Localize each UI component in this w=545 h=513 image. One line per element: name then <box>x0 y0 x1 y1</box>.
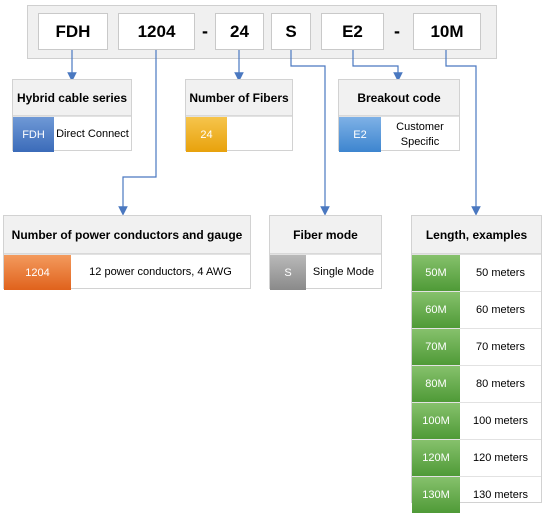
series-code: FDH <box>13 117 54 152</box>
mode-code: S <box>270 255 306 290</box>
connector-power <box>118 50 157 216</box>
list-item: 120M 120 meters <box>412 439 541 476</box>
part-separator: - <box>202 21 208 41</box>
list-item: 70M 70 meters <box>412 328 541 365</box>
power-description: 12 power conductors, 4 AWG <box>89 266 232 279</box>
part-segment-series: FDH <box>38 13 108 50</box>
list-item: 50M 50 meters <box>412 254 541 291</box>
fibers-description <box>227 117 292 152</box>
part-segment-length: 10M <box>413 13 481 50</box>
list-item: 80M 80 meters <box>412 365 541 402</box>
part-segment-breakout: E2 <box>321 13 384 50</box>
power-legend-box: Number of power conductors and gauge 120… <box>3 215 251 290</box>
mode-description: Single Mode <box>312 266 375 279</box>
length-code: 70M <box>412 329 460 365</box>
connector-length <box>445 50 481 216</box>
connector-mode <box>290 50 330 216</box>
length-description: 80 meters <box>476 377 525 390</box>
breakout-legend-title: Breakout code <box>339 80 459 116</box>
length-code: 120M <box>412 440 460 476</box>
mode-legend-box: Fiber mode S Single Mode <box>269 215 382 290</box>
length-code: 80M <box>412 366 460 402</box>
breakout-code: E2 <box>339 117 381 152</box>
power-legend-title: Number of power conductors and gauge <box>4 216 250 254</box>
length-description: 100 meters <box>472 414 529 427</box>
breakout-legend-box: Breakout code E2 Customer Specific <box>338 79 460 152</box>
length-code: 50M <box>412 255 460 291</box>
list-item: 130M 130 meters <box>412 476 541 513</box>
mode-legend-title: Fiber mode <box>270 216 381 254</box>
length-description: 50 meters <box>476 266 525 279</box>
connector-breakout <box>352 50 403 82</box>
length-legend-box: Length, examples 50M 50 meters 60M 60 me… <box>411 215 542 513</box>
length-code: 130M <box>412 477 460 513</box>
length-description: 130 meters <box>472 488 529 501</box>
length-description: 70 meters <box>476 340 525 353</box>
length-code: 100M <box>412 403 460 439</box>
part-segment-mode: S <box>271 13 311 50</box>
series-legend-title: Hybrid cable series <box>13 80 131 116</box>
length-code: 60M <box>412 292 460 328</box>
fibers-code: 24 <box>186 117 227 152</box>
breakout-description: Customer Specific <box>396 120 444 148</box>
series-legend-box: Hybrid cable series FDH Direct Connect <box>12 79 132 152</box>
length-description: 60 meters <box>476 303 525 316</box>
part-segment-fibers: 24 <box>215 13 264 50</box>
fibers-legend-title: Number of Fibers <box>186 80 292 116</box>
part-segment-power: 1204 <box>118 13 195 50</box>
list-item: 60M 60 meters <box>412 291 541 328</box>
fibers-legend-box: Number of Fibers 24 <box>185 79 293 152</box>
length-legend-title: Length, examples <box>412 216 541 254</box>
part-separator: - <box>394 21 400 41</box>
list-item: 100M 100 meters <box>412 402 541 439</box>
power-code: 1204 <box>4 255 71 290</box>
series-description: Direct Connect <box>56 128 129 141</box>
length-description: 120 meters <box>472 451 529 464</box>
